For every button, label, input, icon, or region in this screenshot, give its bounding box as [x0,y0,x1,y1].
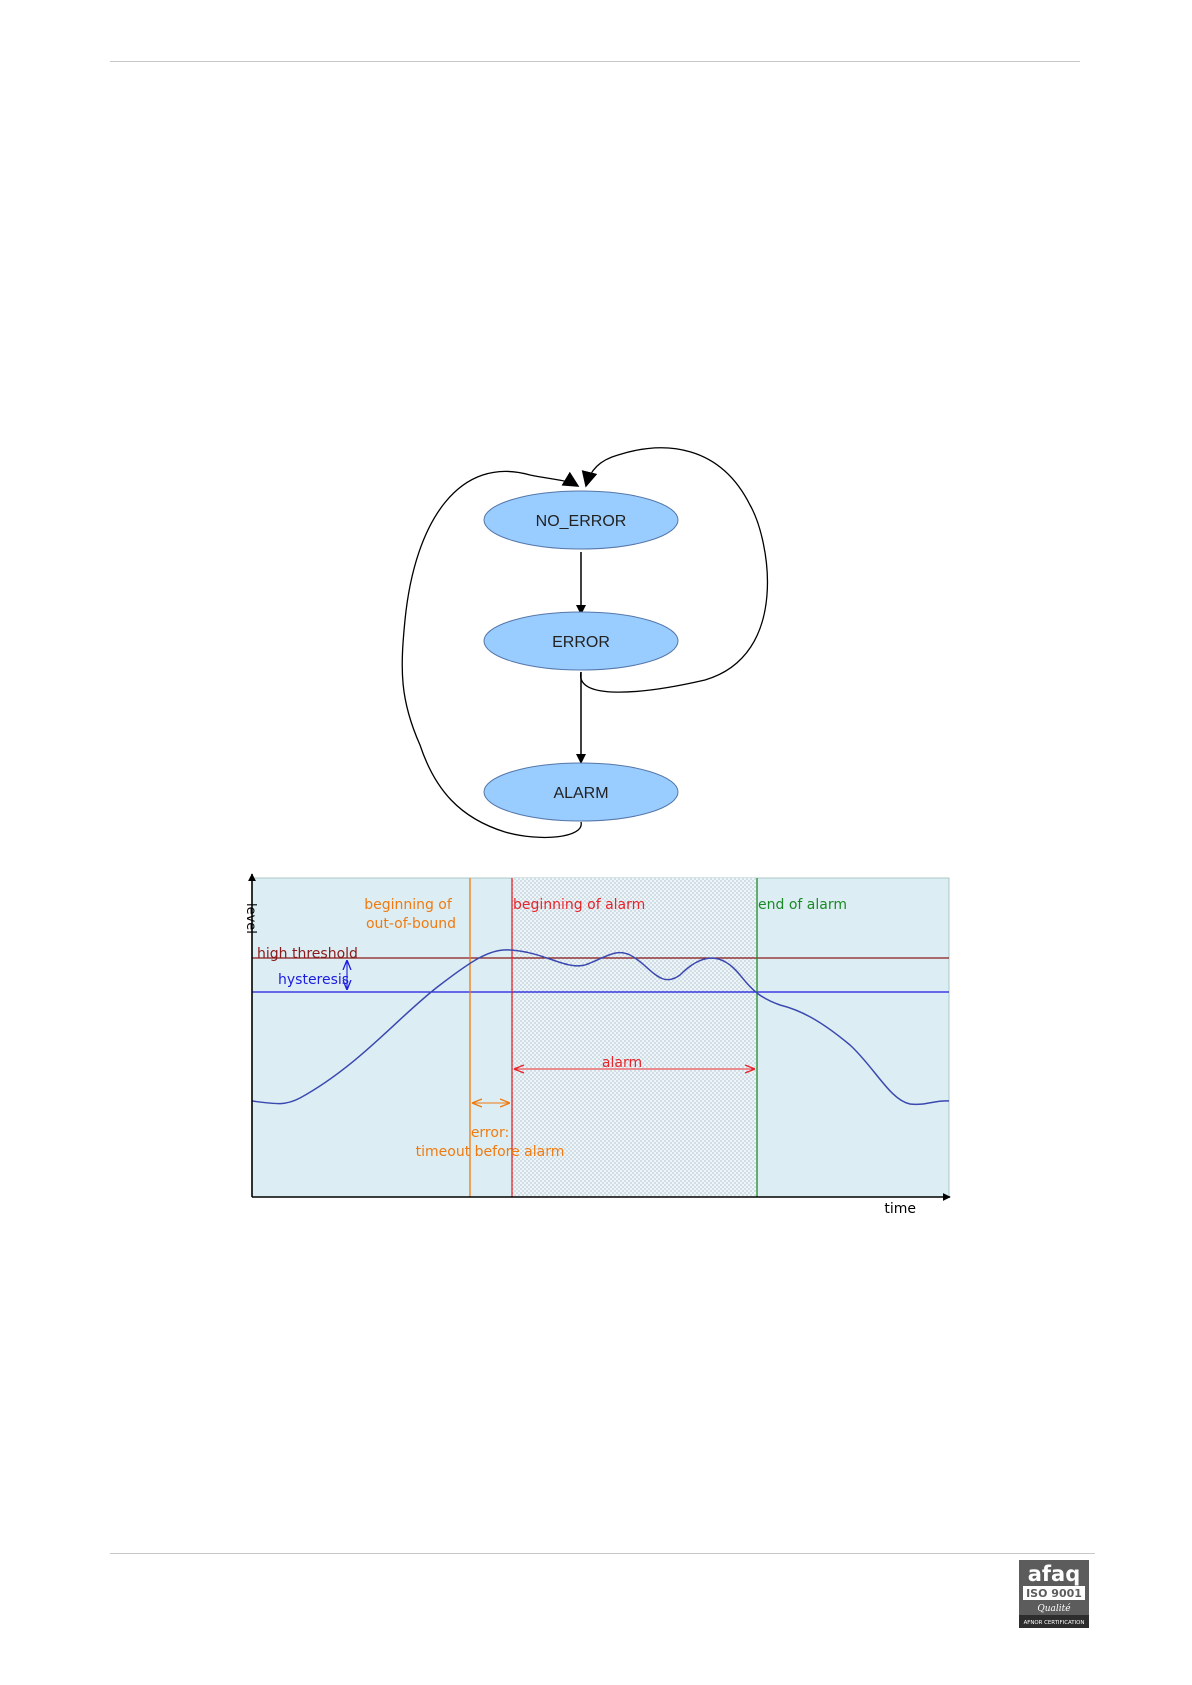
chart-background [252,878,949,1197]
logo-sub: AFNOR CERTIFICATION [1024,1620,1085,1626]
alarm-region [512,878,757,1197]
afaq-iso-9001-logo: afaq ISO 9001 Qualité AFNOR CERTIFICATIO… [1019,1560,1089,1628]
logo-standard: ISO 9001 [1026,1587,1082,1600]
out-of-bound-label-2: out-of-bound [366,916,456,932]
alarm-start-label: beginning of alarm [513,897,645,913]
y-axis-label: level [243,903,258,934]
timeout-label-2: timeout before alarm [416,1144,565,1160]
out-of-bound-label-1: beginning of [364,897,453,913]
state-error: ERROR [484,612,678,670]
high-threshold-label: high threshold [257,946,358,962]
state-no-error: NO_ERROR [484,491,678,549]
signal-curve [252,950,949,1105]
logo-brand: afaq [1028,1562,1081,1586]
state-alarm: ALARM [484,763,678,821]
state-alarm-label: ALARM [553,785,608,802]
state-error-label: ERROR [552,634,610,651]
alarm-end-label: end of alarm [758,897,847,913]
state-no-error-label: NO_ERROR [536,513,627,530]
timeout-label-1: error: [471,1125,509,1141]
logo-tag: Qualité [1037,1603,1071,1614]
footer-rule [110,1553,1095,1554]
alarm-duration-label: alarm [602,1055,642,1071]
x-axis-label: time [884,1201,916,1217]
hysteresis-label: hysteresis [278,972,349,988]
state-diagram: NO_ERROR ERROR ALARM [0,0,1192,860]
